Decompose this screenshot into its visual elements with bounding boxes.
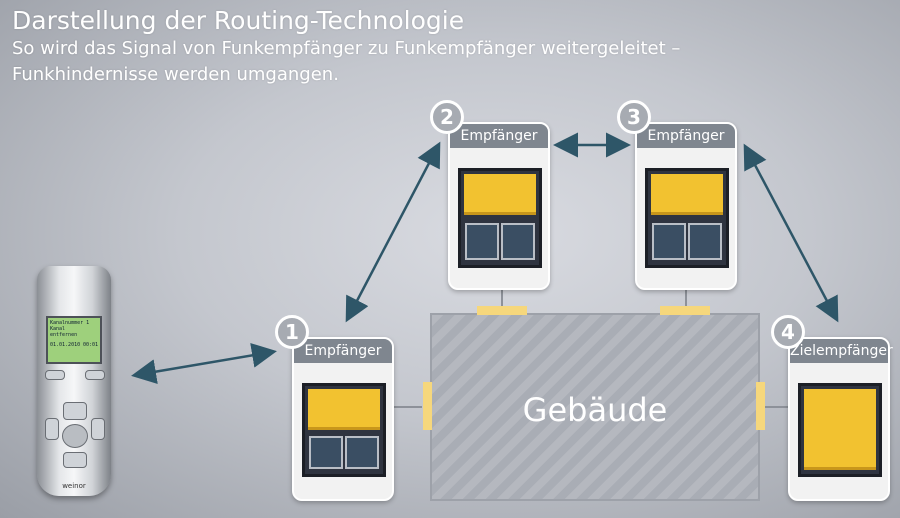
- building-sensor-top-right: [660, 306, 710, 315]
- window-pane-left: [309, 436, 343, 469]
- receiver-number-badge: 1: [275, 315, 309, 349]
- receiver-header: Empfänger: [450, 124, 548, 148]
- diagram-subtitle: So wird das Signal von Funkempfänger zu …: [12, 38, 681, 85]
- arrow-1-to-2: [345, 141, 441, 323]
- awning-blind-closed: [804, 389, 876, 470]
- remote-screen-line1: Kanalnummer 1: [50, 320, 90, 326]
- receiver-header: Empfänger: [637, 124, 735, 148]
- title-block: Darstellung der Routing-Technologie So w…: [12, 6, 732, 88]
- remote-softkey-right[interactable]: [85, 370, 105, 380]
- remote-right-button[interactable]: [91, 418, 105, 440]
- arrow-remote-to-1: [131, 343, 277, 384]
- window-icon: [798, 383, 882, 477]
- remote-screen: Kanalnummer 1 Kanal entfernen 01.01.2010…: [46, 316, 102, 364]
- remote-screen-date: 01.01.2010: [50, 342, 81, 348]
- window-icon: [458, 168, 542, 268]
- awning-blind: [464, 174, 536, 215]
- window-icon: [645, 168, 729, 268]
- receiver-header: Zielempfänger: [790, 339, 893, 363]
- window-pane-left: [652, 223, 686, 260]
- window-pane-right: [345, 436, 379, 469]
- remote-screen-line3: entfernen: [50, 332, 78, 338]
- receiver-card: Empfänger: [448, 122, 550, 290]
- receiver-header: Empfänger: [294, 339, 392, 363]
- window-icon: [302, 383, 386, 477]
- remote-down-button[interactable]: [63, 452, 87, 468]
- building-sensor-right: [756, 382, 765, 430]
- remote-screen-line2: Kanal: [50, 326, 66, 332]
- remote-softkey-left[interactable]: [45, 370, 65, 380]
- awning-blind: [651, 174, 723, 215]
- awning-blind: [308, 389, 380, 430]
- receiver-number-badge: 4: [771, 315, 805, 349]
- building: Gebäude: [430, 313, 760, 501]
- receiver-card: Empfänger: [635, 122, 737, 290]
- receiver-number-badge: 2: [430, 100, 464, 134]
- remote-brand-logo: weinor: [62, 482, 86, 490]
- window-pane-right: [688, 223, 722, 260]
- receiver-number-badge: 3: [617, 100, 651, 134]
- remote-control: Kanalnummer 1 Kanal entfernen 01.01.2010…: [37, 266, 111, 496]
- remote-left-button[interactable]: [45, 418, 59, 440]
- building-sensor-left: [423, 382, 432, 430]
- window-pane-right: [501, 223, 535, 260]
- building-sensor-top-left: [477, 306, 527, 315]
- receiver-card: Zielempfänger: [788, 337, 893, 501]
- remote-up-button[interactable]: [63, 402, 87, 420]
- remote-screen-time: 00:01: [82, 342, 98, 348]
- remote-stop-button[interactable]: [62, 424, 88, 448]
- diagram-title: Darstellung der Routing-Technologie: [12, 6, 465, 35]
- window-pane-left: [465, 223, 499, 260]
- arrow-3-to-4: [743, 143, 839, 323]
- building-label: Gebäude: [522, 391, 668, 429]
- receiver-card: Empfänger: [292, 337, 394, 501]
